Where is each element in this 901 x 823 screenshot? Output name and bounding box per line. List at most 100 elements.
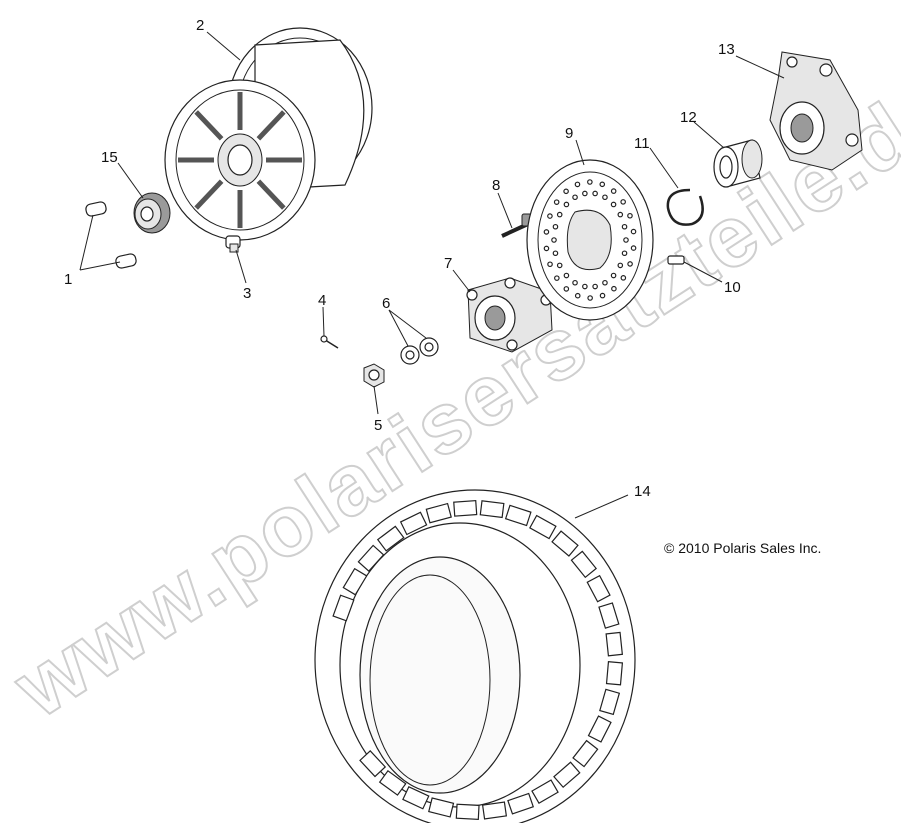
disc-hole bbox=[543, 229, 550, 235]
tire-lug bbox=[587, 715, 612, 743]
disc-hole bbox=[617, 211, 624, 218]
disc-hole bbox=[574, 292, 581, 299]
disc-hole bbox=[572, 194, 578, 201]
rim-spoke bbox=[256, 110, 286, 141]
disc-hole bbox=[610, 188, 617, 194]
disc-hole bbox=[611, 285, 617, 292]
rim-spokes bbox=[178, 92, 302, 228]
disc-hole bbox=[574, 181, 581, 188]
tire-lugs bbox=[332, 499, 624, 820]
tire-lug bbox=[504, 504, 532, 527]
disc-hole bbox=[563, 201, 570, 208]
rim-spoke bbox=[194, 110, 224, 141]
wheel-bearing bbox=[713, 139, 763, 188]
tire-lug bbox=[399, 511, 428, 536]
disc-hole bbox=[563, 272, 570, 279]
callout-10: 10 bbox=[724, 279, 741, 296]
disc-hole bbox=[551, 237, 557, 243]
disc-hole bbox=[563, 188, 569, 195]
steering-knuckle bbox=[769, 51, 863, 171]
tire-lug bbox=[605, 661, 624, 686]
brake-disc bbox=[526, 159, 654, 321]
disc-hole bbox=[621, 250, 628, 257]
castle-nut bbox=[363, 363, 385, 388]
callout-11: 11 bbox=[634, 135, 650, 152]
tire-lug bbox=[598, 602, 620, 629]
disc-hole bbox=[547, 213, 553, 219]
disc-hole bbox=[572, 279, 578, 286]
tire-lug bbox=[529, 514, 557, 540]
callout-2: 2 bbox=[196, 17, 204, 34]
tire-lug bbox=[531, 779, 559, 805]
tire-lug bbox=[453, 499, 478, 517]
tire-lug bbox=[455, 803, 480, 820]
tire-lug bbox=[599, 688, 621, 716]
tire-lug bbox=[357, 544, 385, 572]
callout-15: 15 bbox=[101, 149, 118, 166]
disc-hole bbox=[553, 199, 560, 205]
disc-hole bbox=[620, 275, 627, 281]
callout-14: 14 bbox=[634, 483, 651, 500]
valve-stem bbox=[225, 235, 241, 253]
disc-hole bbox=[582, 283, 588, 290]
disc-hole bbox=[543, 245, 550, 252]
callout-4: 4 bbox=[318, 292, 326, 309]
callout-1: 1 bbox=[64, 271, 72, 288]
snap-ring bbox=[666, 188, 704, 226]
disc-hole bbox=[602, 279, 608, 286]
tire-lug bbox=[359, 749, 387, 778]
disc-hole bbox=[587, 179, 593, 185]
tire-lug bbox=[553, 761, 581, 789]
callout-3: 3 bbox=[243, 285, 251, 302]
callout-9: 9 bbox=[565, 125, 573, 142]
tire-lug bbox=[376, 525, 405, 552]
disc-hole bbox=[552, 223, 559, 230]
disc-hole bbox=[621, 223, 628, 230]
wheel-rim bbox=[164, 27, 373, 241]
disc-hole bbox=[620, 199, 626, 205]
rim-spoke bbox=[194, 179, 224, 210]
disc-bolt bbox=[667, 255, 685, 265]
disc-hole bbox=[602, 194, 608, 201]
disc-hole bbox=[627, 261, 633, 267]
disc-hole bbox=[623, 237, 629, 243]
lug-studs bbox=[85, 201, 137, 269]
callout-7: 7 bbox=[444, 255, 452, 272]
tire-lug bbox=[572, 739, 599, 768]
washers bbox=[400, 337, 439, 365]
disc-hole bbox=[592, 283, 598, 290]
copyright-notice: © 2010 Polaris Sales Inc. bbox=[664, 540, 821, 556]
tire-lug bbox=[551, 530, 579, 557]
callout-8: 8 bbox=[492, 177, 500, 194]
callout-5: 5 bbox=[374, 417, 382, 434]
callout-13: 13 bbox=[718, 41, 735, 58]
tire-lug bbox=[507, 792, 535, 815]
tire-lug bbox=[332, 594, 355, 622]
disc-hole bbox=[599, 181, 606, 188]
tire-lug bbox=[481, 801, 508, 820]
disc-hole bbox=[592, 190, 598, 197]
leader-lines bbox=[79, 31, 785, 519]
tire-lug bbox=[428, 797, 455, 818]
disc-hole bbox=[547, 261, 553, 268]
disc-hole bbox=[563, 286, 570, 292]
wheel-hub bbox=[466, 277, 553, 353]
disc-hole bbox=[554, 275, 560, 281]
rim-spoke bbox=[256, 179, 286, 210]
callout-6: 6 bbox=[382, 295, 390, 312]
cotter-pin bbox=[320, 335, 339, 349]
disc-holes bbox=[543, 179, 637, 301]
hub-cap bbox=[133, 192, 171, 234]
disc-hole bbox=[630, 245, 637, 251]
tire-lug bbox=[425, 502, 452, 524]
tire-lug bbox=[605, 631, 624, 657]
disc-hole bbox=[630, 228, 637, 235]
tire bbox=[314, 489, 636, 823]
disc-hole bbox=[556, 262, 563, 269]
disc-hole bbox=[627, 212, 633, 219]
tire-lug bbox=[402, 785, 430, 810]
callout-12: 12 bbox=[680, 109, 697, 126]
disc-hole bbox=[582, 190, 588, 197]
